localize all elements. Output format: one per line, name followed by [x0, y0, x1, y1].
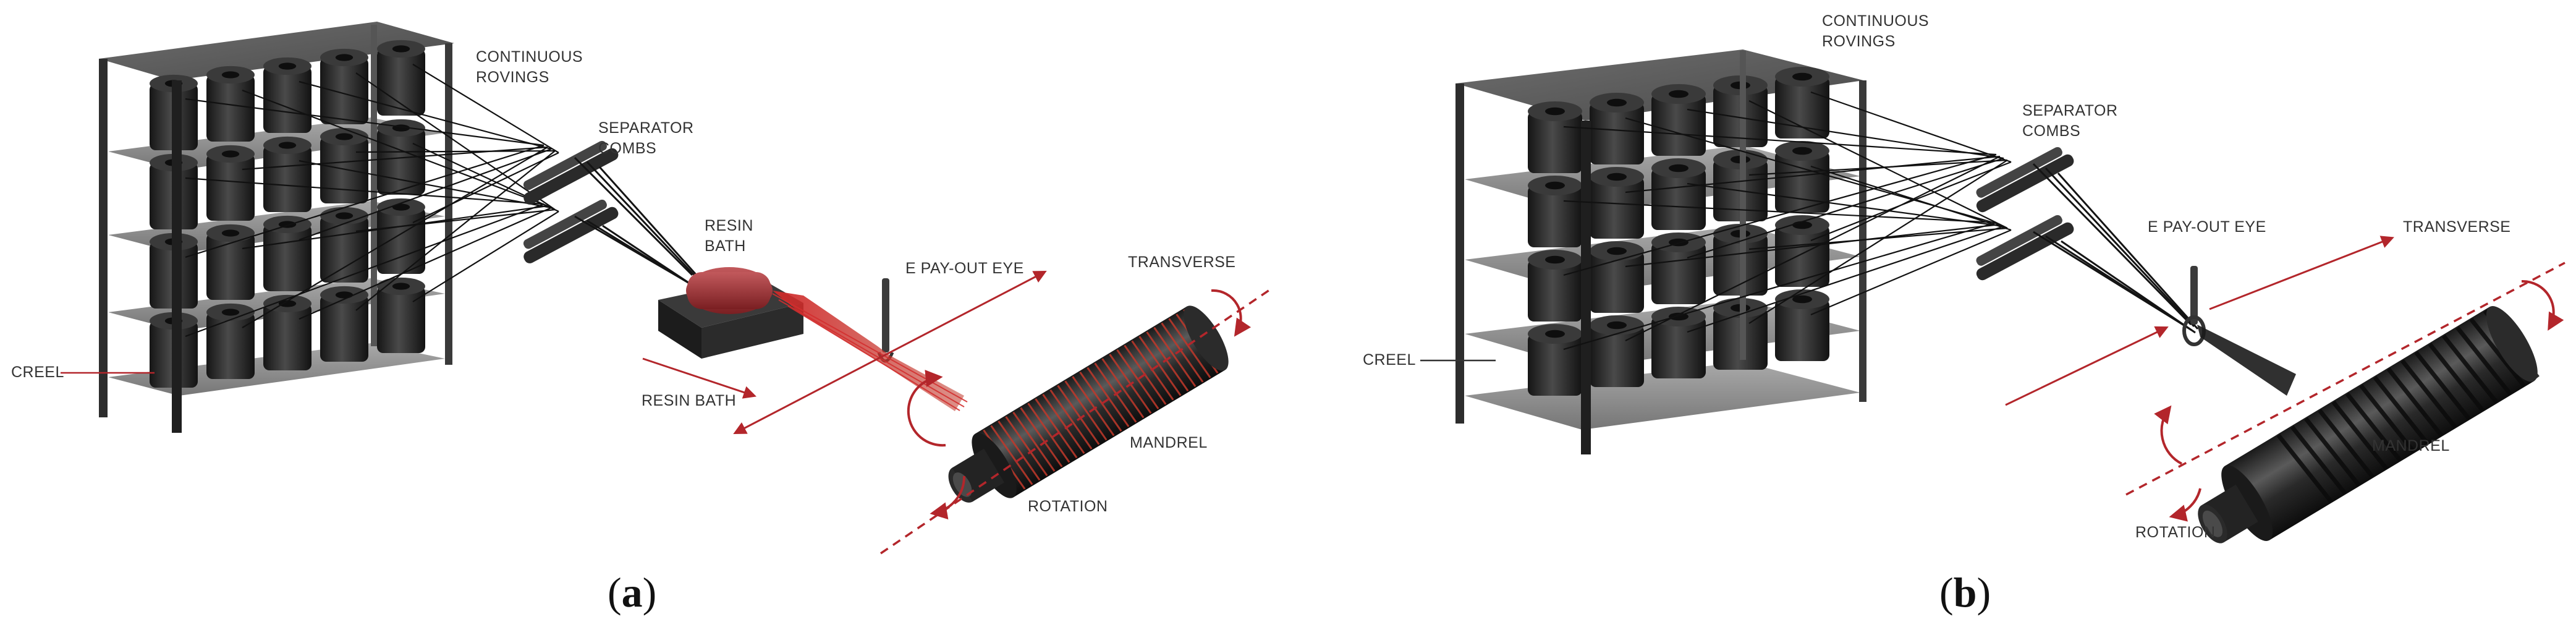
roving-spool — [1775, 141, 1829, 213]
resin-bath-arrow — [642, 357, 756, 399]
panel-a-winding-with-resin-bath — [61, 22, 1274, 555]
label-rotation: ROTATION — [1028, 498, 1108, 515]
roving-spool — [377, 277, 425, 353]
roving-spool — [1590, 241, 1644, 313]
panel-b-dry-winding — [1420, 49, 2565, 543]
label-creel: CREEL — [1363, 351, 1416, 369]
creel-top-panel — [99, 22, 454, 80]
mandrel — [2198, 305, 2540, 543]
roving-spool — [206, 224, 255, 300]
fibers-to-payout-eye — [2032, 163, 2199, 334]
label-resin-bath: RESIN BATH — [642, 392, 737, 409]
label-separator-combs: SEPARATOR COMBS — [2022, 102, 2118, 140]
creel-posts — [1455, 51, 1866, 454]
motion-arrows — [1420, 236, 2565, 522]
label-payout-eye: E PAY-OUT EYE — [2148, 218, 2266, 236]
roving-spool — [320, 48, 368, 124]
creel-posts — [99, 25, 452, 433]
resin-bath-unit — [658, 267, 803, 359]
label-resin-bath-unit: RESIN BATH — [705, 217, 753, 255]
roving-spool — [1528, 176, 1582, 247]
caption-panel-b: (b) — [1939, 569, 1991, 616]
roving-spool — [1590, 315, 1644, 387]
dry-fiber-band — [2197, 325, 2296, 396]
rotation-arrow-front — [2154, 405, 2182, 465]
resin-impregnated-band — [772, 291, 968, 411]
payout-eye — [877, 278, 894, 363]
label-mandrel: MANDREL — [1130, 434, 1208, 451]
roving-spool — [1651, 307, 1706, 378]
roving-spool — [1775, 67, 1829, 139]
separator-combs — [523, 140, 619, 263]
continuous-rovings — [185, 64, 559, 338]
roving-spool — [320, 127, 368, 203]
roving-spool — [1528, 324, 1582, 396]
roving-spool — [377, 198, 425, 274]
label-transverse: TRANSVERSE — [2403, 218, 2511, 236]
separator-comb-lower — [1976, 215, 2074, 281]
separator-comb-upper — [523, 140, 619, 205]
transverse-arrow — [2005, 326, 2169, 406]
label-payout-eye: E PAY-OUT EYE — [905, 260, 1024, 277]
continuous-rovings — [1563, 91, 2012, 351]
rotation-arrow-back — [1211, 289, 1252, 337]
label-transverse: TRANSVERSE — [1128, 254, 1236, 271]
label-rotation: ROTATION — [2135, 524, 2216, 541]
roving-spool — [1651, 158, 1706, 230]
label-continuous-rovings: CONTINUOUS ROVINGS — [476, 48, 583, 86]
separator-comb-upper — [1976, 147, 2074, 213]
roving-spool — [1590, 93, 1644, 164]
roving-spool — [1528, 250, 1582, 322]
roving-spool — [320, 286, 368, 362]
mandrel-axis-arrow — [2125, 262, 2565, 496]
roving-spool — [377, 40, 425, 116]
motion-arrows — [61, 271, 1274, 555]
label-mandrel: MANDREL — [2372, 437, 2450, 454]
caption-panel-a: (a) — [608, 569, 657, 616]
roving-spool — [206, 66, 255, 142]
roving-spool — [1775, 215, 1829, 287]
roving-spool — [263, 136, 311, 212]
creel-spools — [150, 40, 425, 388]
rotation-arrow-front — [907, 370, 946, 447]
roving-spool — [206, 145, 255, 221]
roving-spool — [206, 303, 255, 379]
rotation-arrow-back — [2521, 279, 2564, 331]
label-continuous-rovings: CONTINUOUS ROVINGS — [1822, 12, 1930, 50]
mandrel — [948, 305, 1229, 503]
roving-spool — [263, 215, 311, 291]
roving-spool — [1775, 289, 1829, 361]
label-separator-combs: SEPARATOR COMBS — [598, 119, 694, 157]
transverse-arrow-forward — [2209, 236, 2394, 310]
rotation-arrow-front-lower — [930, 475, 966, 520]
roving-spool — [1528, 101, 1582, 173]
separator-combs — [1976, 147, 2074, 281]
creel-rack — [1455, 49, 1866, 454]
fibers-to-resin-bath — [574, 156, 703, 289]
roving-spool — [1651, 84, 1706, 156]
creel-rack — [99, 22, 454, 433]
label-creel: CREEL — [11, 364, 64, 381]
roving-spool — [263, 294, 311, 370]
roving-spool — [263, 57, 311, 133]
transverse-arrow — [733, 271, 1047, 434]
separator-comb-lower — [523, 199, 619, 263]
rotation-arrow-front-lower — [2169, 488, 2201, 522]
